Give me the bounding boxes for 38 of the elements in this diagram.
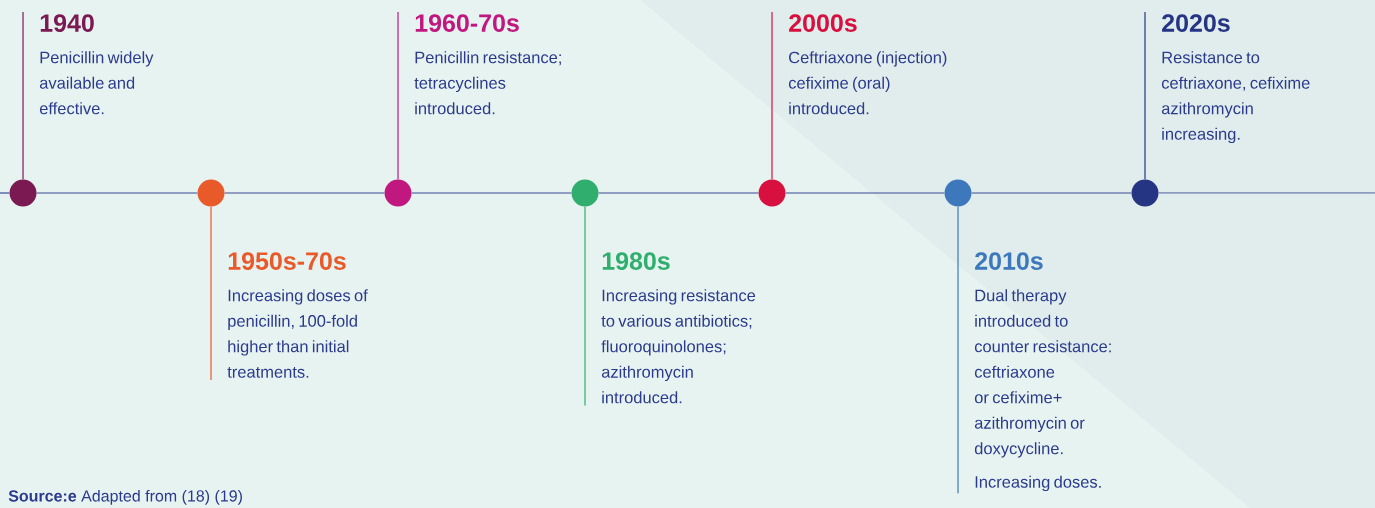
timeline-axis xyxy=(411,192,572,194)
timeline-dot xyxy=(197,179,225,207)
connector-line xyxy=(771,11,773,180)
connector-line xyxy=(1144,11,1146,180)
timeline-dot xyxy=(9,179,37,207)
year-heading: 2010s xyxy=(975,252,1043,270)
event-description: Ceftriaxone (injection) cefixime (oral) introduced. xyxy=(788,51,947,115)
event-description: Penicillin widely available and effective. xyxy=(39,51,154,115)
year-heading: 1960-70s xyxy=(415,14,519,32)
year-heading: 1980s xyxy=(602,252,670,270)
timeline-dot xyxy=(384,179,412,207)
timeline-dot xyxy=(571,179,599,207)
timeline-axis xyxy=(785,192,945,194)
connector-line xyxy=(957,206,959,494)
event-description: Resistance to ceftriaxone, cefixime azithromycin increasing. xyxy=(1161,51,1310,144)
connector-line xyxy=(210,206,212,381)
timeline-axis xyxy=(36,192,198,194)
connector-line xyxy=(397,11,399,180)
year-heading: 1940 xyxy=(40,14,94,32)
event-description: Penicillin resistance; tetracyclines introduced. xyxy=(414,51,561,115)
timeline-axis xyxy=(224,192,385,194)
connector-line xyxy=(22,11,24,180)
timeline-dot xyxy=(944,179,972,207)
year-heading: 2000s xyxy=(789,14,857,32)
source-note: Source:e Adapted from (18) (19) xyxy=(8,489,242,505)
event-description: Increasing doses of penicillin, 100-fold higher than initial treatments. xyxy=(227,289,368,378)
timeline-dot xyxy=(1131,179,1159,207)
timeline-axis xyxy=(1158,192,1375,194)
timeline-axis xyxy=(598,192,759,194)
event-description: Increasing resistance to various antibiotics; fluoroquinolones; azithromycin introduced. xyxy=(601,289,756,404)
year-heading: 2020s xyxy=(1162,14,1230,32)
timeline-axis xyxy=(971,192,1132,194)
connector-line xyxy=(584,206,586,407)
year-heading: 1950s-70s xyxy=(228,252,346,270)
event-description: Increasing doses. xyxy=(975,475,1101,492)
timeline-dot xyxy=(758,179,786,207)
event-description: Dual therapy introduced to counter resistance: ceftriaxone or cefixime+ azithromycin or doxycycline. xyxy=(974,289,1111,458)
timeline-axis xyxy=(0,192,10,194)
